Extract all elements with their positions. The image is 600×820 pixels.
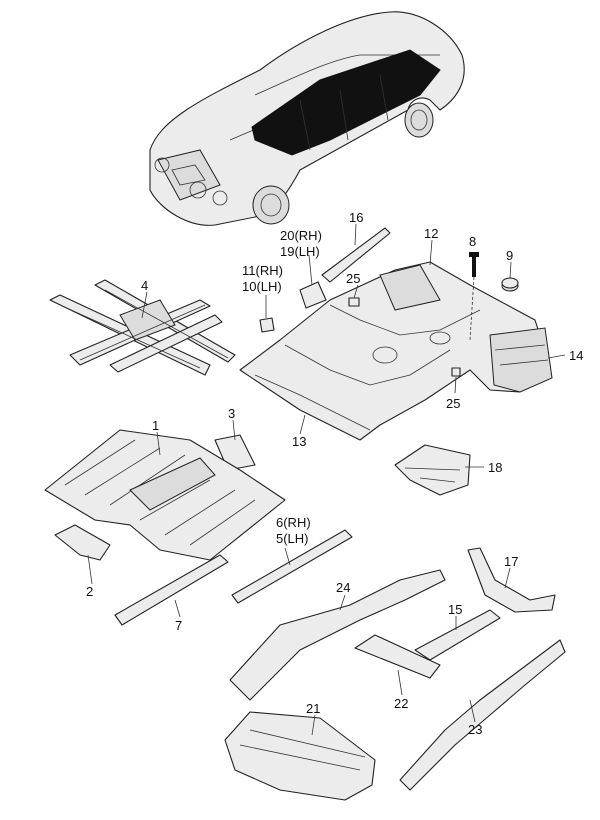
part-25-clip-lower — [451, 367, 461, 377]
part-labels: 4 1 3 2 7 6(RH) 5(LH) 24 17 15 22 23 21 … — [86, 210, 583, 737]
part-16-bracket — [321, 227, 391, 283]
label-part-8: 8 — [469, 234, 476, 249]
part-8-bolt — [469, 252, 479, 277]
label-part-7: 7 — [175, 618, 182, 633]
label-part-2: 2 — [86, 584, 93, 599]
part-17-bracket — [467, 547, 556, 613]
label-part-15: 15 — [448, 602, 462, 617]
part-18-panel — [394, 444, 471, 496]
part-21-rear-panel — [224, 711, 376, 801]
label-part-22: 22 — [394, 696, 408, 711]
part-23-side-member — [399, 639, 566, 791]
part-7-rail — [114, 554, 229, 626]
part-15-member — [414, 609, 501, 661]
label-part-4: 4 — [141, 278, 148, 293]
label-part-19: 19(LH) — [280, 244, 320, 259]
part-24-side-member — [229, 569, 446, 701]
label-part-24: 24 — [336, 580, 350, 595]
part-22-crossmember — [354, 634, 441, 679]
part-4-crossmember-assembly — [49, 279, 236, 376]
label-part-6: 6(RH) — [276, 515, 311, 530]
label-part-12: 12 — [424, 226, 438, 241]
part-19-20-bracket — [299, 281, 327, 309]
label-part-5: 5(LH) — [276, 531, 309, 546]
label-part-14: 14 — [569, 348, 583, 363]
part-10-11-clip — [259, 317, 275, 333]
label-part-10: 10(LH) — [242, 279, 282, 294]
part-2-bracket — [54, 524, 111, 561]
label-part-11: 11(RH) — [242, 263, 283, 278]
label-part-17: 17 — [504, 554, 518, 569]
label-part-16: 16 — [349, 210, 363, 225]
part-25-clip-upper — [348, 297, 360, 307]
label-part-21: 21 — [306, 701, 320, 716]
part-12-rear-floor-assembly — [239, 261, 553, 441]
label-part-9: 9 — [506, 248, 513, 263]
label-part-25-lower: 25 — [446, 396, 460, 411]
leader-lines — [87, 223, 566, 736]
label-part-1: 1 — [152, 418, 159, 433]
part-5-6-rail — [231, 529, 353, 604]
car-illustration — [149, 11, 465, 226]
part-1-front-floor-panel — [44, 429, 286, 561]
label-part-13: 13 — [292, 434, 306, 449]
label-part-23: 23 — [468, 722, 482, 737]
label-part-18: 18 — [488, 460, 502, 475]
part-9-grommet — [501, 277, 519, 292]
label-part-3: 3 — [228, 406, 235, 421]
label-part-25-upper: 25 — [346, 271, 360, 286]
label-part-20: 20(RH) — [280, 228, 322, 243]
